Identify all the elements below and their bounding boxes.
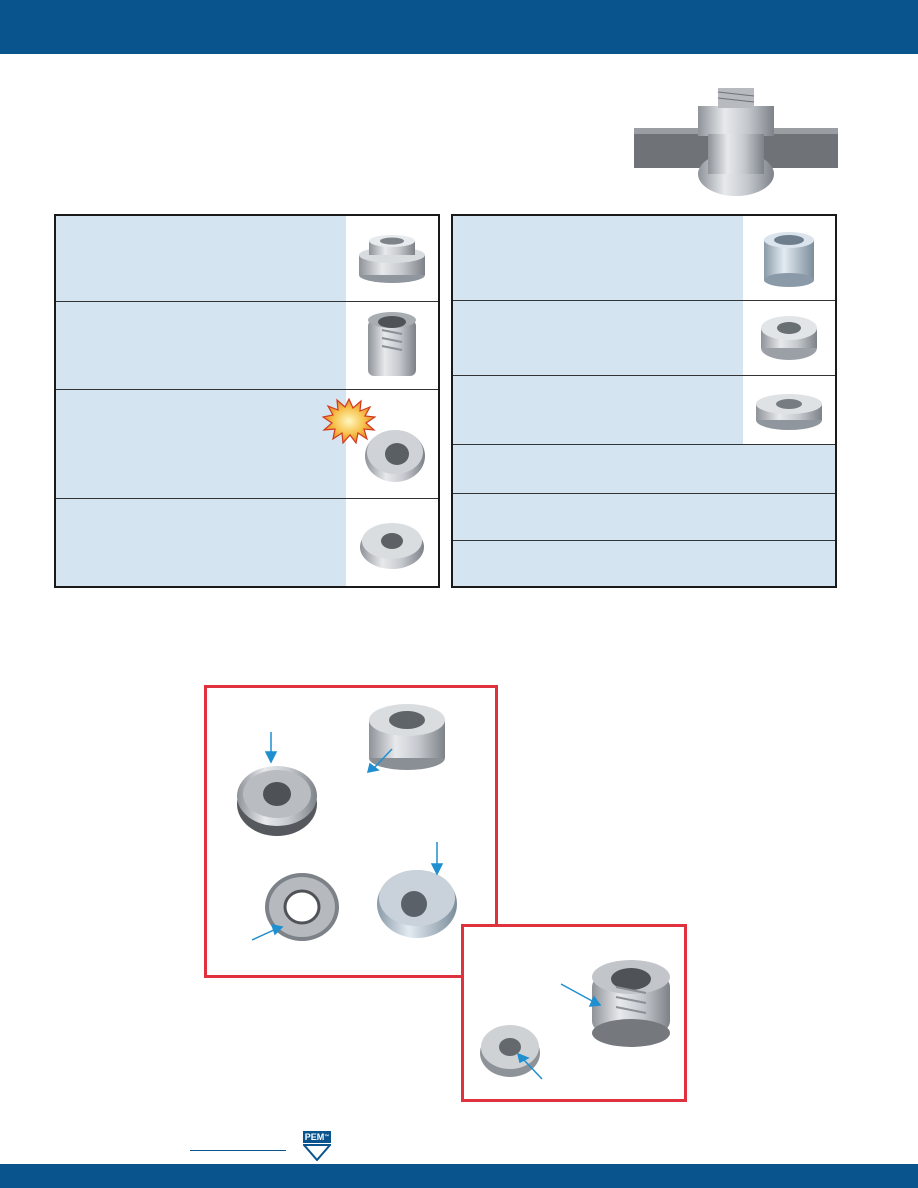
- hex-locking-nut-photo: [346, 499, 438, 586]
- table-cell: [56, 216, 346, 301]
- new-starburst-icon: [322, 398, 376, 444]
- marked-nut-front-photo: [237, 766, 317, 836]
- table-row: [453, 376, 835, 444]
- arrow-head: [264, 751, 278, 764]
- table-cell: [453, 494, 835, 540]
- table-row: [453, 445, 835, 493]
- table-row: [56, 216, 438, 301]
- nut-icon: [360, 522, 424, 569]
- table-cell: [453, 376, 743, 444]
- table-cell: [453, 301, 743, 375]
- table-row: [56, 390, 438, 498]
- nut-icon: [368, 311, 416, 376]
- installed-nut-illustration: [634, 88, 838, 196]
- table-row: [453, 541, 835, 586]
- washer-nut-top-photo: [265, 873, 339, 941]
- left-product-table: [54, 214, 440, 588]
- table-row: [56, 302, 438, 389]
- tall-nut-marked-photo: [592, 960, 670, 1047]
- marking-arrow: [560, 983, 595, 1003]
- row-divider: [453, 444, 835, 445]
- pem-logo-triangle-icon: [303, 1144, 331, 1161]
- row-divider: [56, 389, 438, 390]
- flush-nut-photo: [346, 390, 438, 498]
- nut-icon: [756, 394, 822, 430]
- nut-icon: [764, 232, 814, 287]
- table-cell: [453, 541, 835, 586]
- marking-photo-box: [204, 685, 498, 978]
- marking-arrow: [251, 928, 277, 941]
- table-cell: [453, 445, 835, 493]
- pem-logo-text: PEM™: [303, 1131, 331, 1143]
- table-row: [56, 499, 438, 586]
- arrow-head: [366, 762, 380, 773]
- row-divider: [453, 300, 835, 301]
- marking-photo-box-small: [461, 924, 687, 1102]
- nut-icon: [365, 430, 425, 482]
- marking-arrow: [523, 1059, 543, 1080]
- footer-band: [0, 1164, 918, 1188]
- knurled-nut-side-photo: [369, 704, 445, 770]
- header-band: [0, 0, 918, 54]
- angled-nut-side-photo: [377, 870, 457, 938]
- table-cell: [56, 499, 346, 586]
- tall-nut-photo: [346, 302, 438, 389]
- pem-logo: PEM™: [303, 1131, 331, 1161]
- table-cell: [56, 302, 346, 389]
- row-divider: [453, 375, 835, 376]
- footer-rule: [190, 1150, 286, 1151]
- row-divider: [453, 540, 835, 541]
- marking-arrow: [373, 748, 393, 769]
- row-divider: [453, 493, 835, 494]
- arrow-head: [430, 863, 444, 876]
- arrow-head: [588, 995, 602, 1007]
- arrow-head: [516, 1052, 530, 1064]
- knurled-nut-photo: [346, 216, 438, 301]
- table-cell: [56, 390, 346, 498]
- small-nut-marked-photo: [480, 1025, 540, 1077]
- table-row: [453, 301, 835, 375]
- right-product-table: [451, 214, 837, 588]
- low-profile-nut-photo: [743, 376, 835, 444]
- table-row: [453, 216, 835, 300]
- blue-zinc-nut-photo: [743, 216, 835, 300]
- table-cell: [453, 216, 743, 300]
- row-divider: [56, 301, 438, 302]
- arrow-head: [270, 924, 284, 936]
- nut-icon: [761, 316, 817, 360]
- nut-icon: [359, 234, 425, 283]
- row-divider: [56, 498, 438, 499]
- stainless-nut-photo: [743, 301, 835, 375]
- table-row: [453, 494, 835, 540]
